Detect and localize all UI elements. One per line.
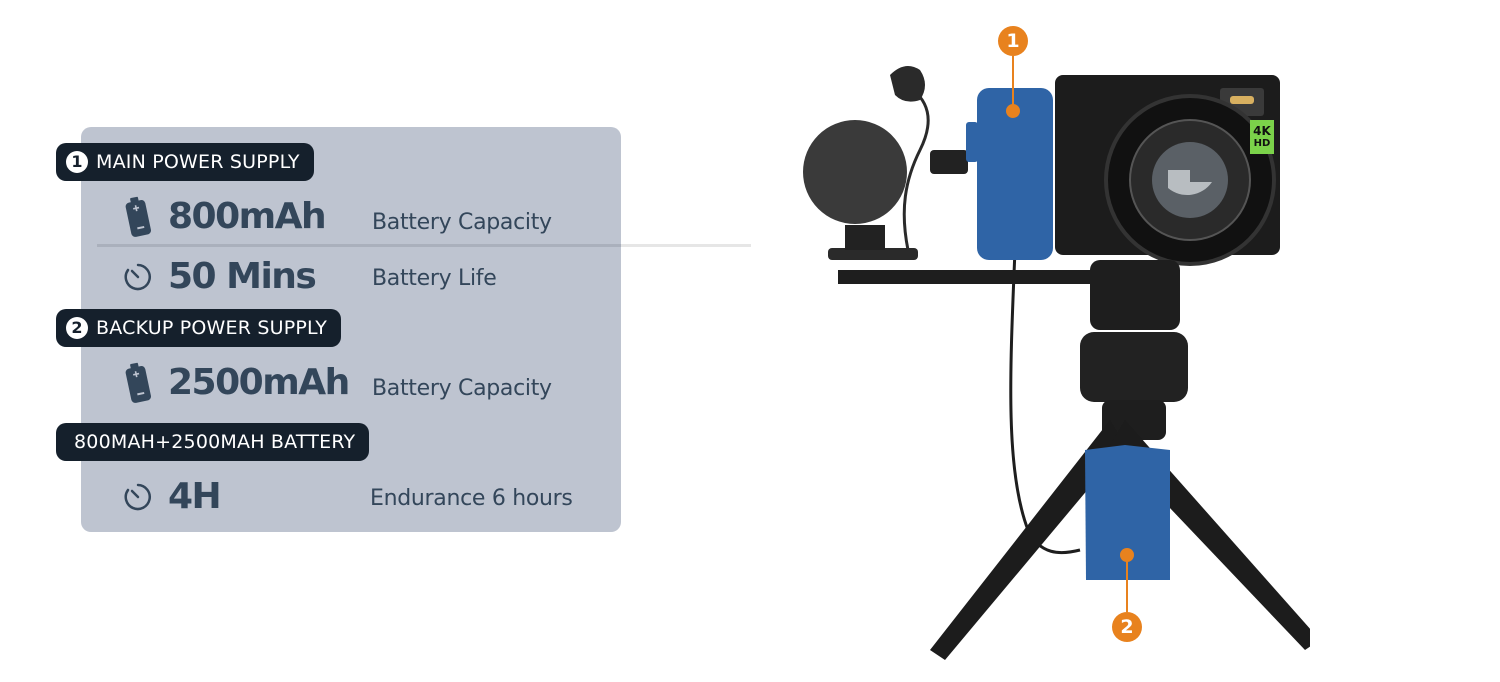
callout-leader-1	[1012, 56, 1014, 106]
main-capacity-label: Battery Capacity	[372, 210, 552, 235]
endurance-value: 4H	[168, 476, 222, 517]
backup-capacity-row: 2500mAh	[122, 362, 350, 403]
timer-icon	[122, 477, 154, 517]
callout-badge-2: 2	[1112, 612, 1142, 642]
main-life-row: 50 Mins	[122, 256, 317, 297]
camera-tripod-illustration	[803, 66, 1310, 660]
main-capacity-row: 800mAh	[122, 196, 327, 237]
endurance-label: Endurance 6 hours	[370, 486, 573, 511]
main-capacity-value: 800mAh	[168, 196, 327, 237]
timer-icon	[122, 257, 154, 297]
camera-4k-label: 4K	[1253, 124, 1271, 138]
callout-badge-1: 1	[998, 26, 1028, 56]
main-life-label: Battery Life	[372, 266, 497, 291]
combined-battery-heading: 800MAH+2500MAH BATTERY	[56, 423, 370, 461]
camera-hd-label: HD	[1253, 138, 1271, 149]
battery-icon	[122, 362, 154, 403]
number-one-icon: 1	[66, 151, 88, 173]
backup-power-supply-title: BACKUP POWER SUPPLY	[96, 317, 328, 339]
battery-icon	[122, 196, 154, 237]
number-two-icon: 2	[66, 317, 88, 339]
callout-dot-2	[1120, 548, 1134, 562]
divider-line-inner	[97, 244, 621, 247]
backup-capacity-value: 2500mAh	[168, 362, 350, 403]
main-power-supply-heading: 1 MAIN POWER SUPPLY	[56, 143, 314, 181]
backup-power-supply-heading: 2 BACKUP POWER SUPPLY	[56, 309, 342, 347]
backup-capacity-label: Battery Capacity	[372, 376, 552, 401]
combined-battery-title: 800MAH+2500MAH BATTERY	[74, 431, 356, 453]
endurance-row: 4H	[122, 476, 222, 517]
main-power-supply-title: MAIN POWER SUPPLY	[96, 151, 300, 173]
camera-4k-badge: 4K HD	[1250, 120, 1274, 154]
main-life-value: 50 Mins	[168, 256, 317, 297]
callout-dot-1	[1006, 104, 1020, 118]
callout-leader-2	[1126, 560, 1128, 612]
